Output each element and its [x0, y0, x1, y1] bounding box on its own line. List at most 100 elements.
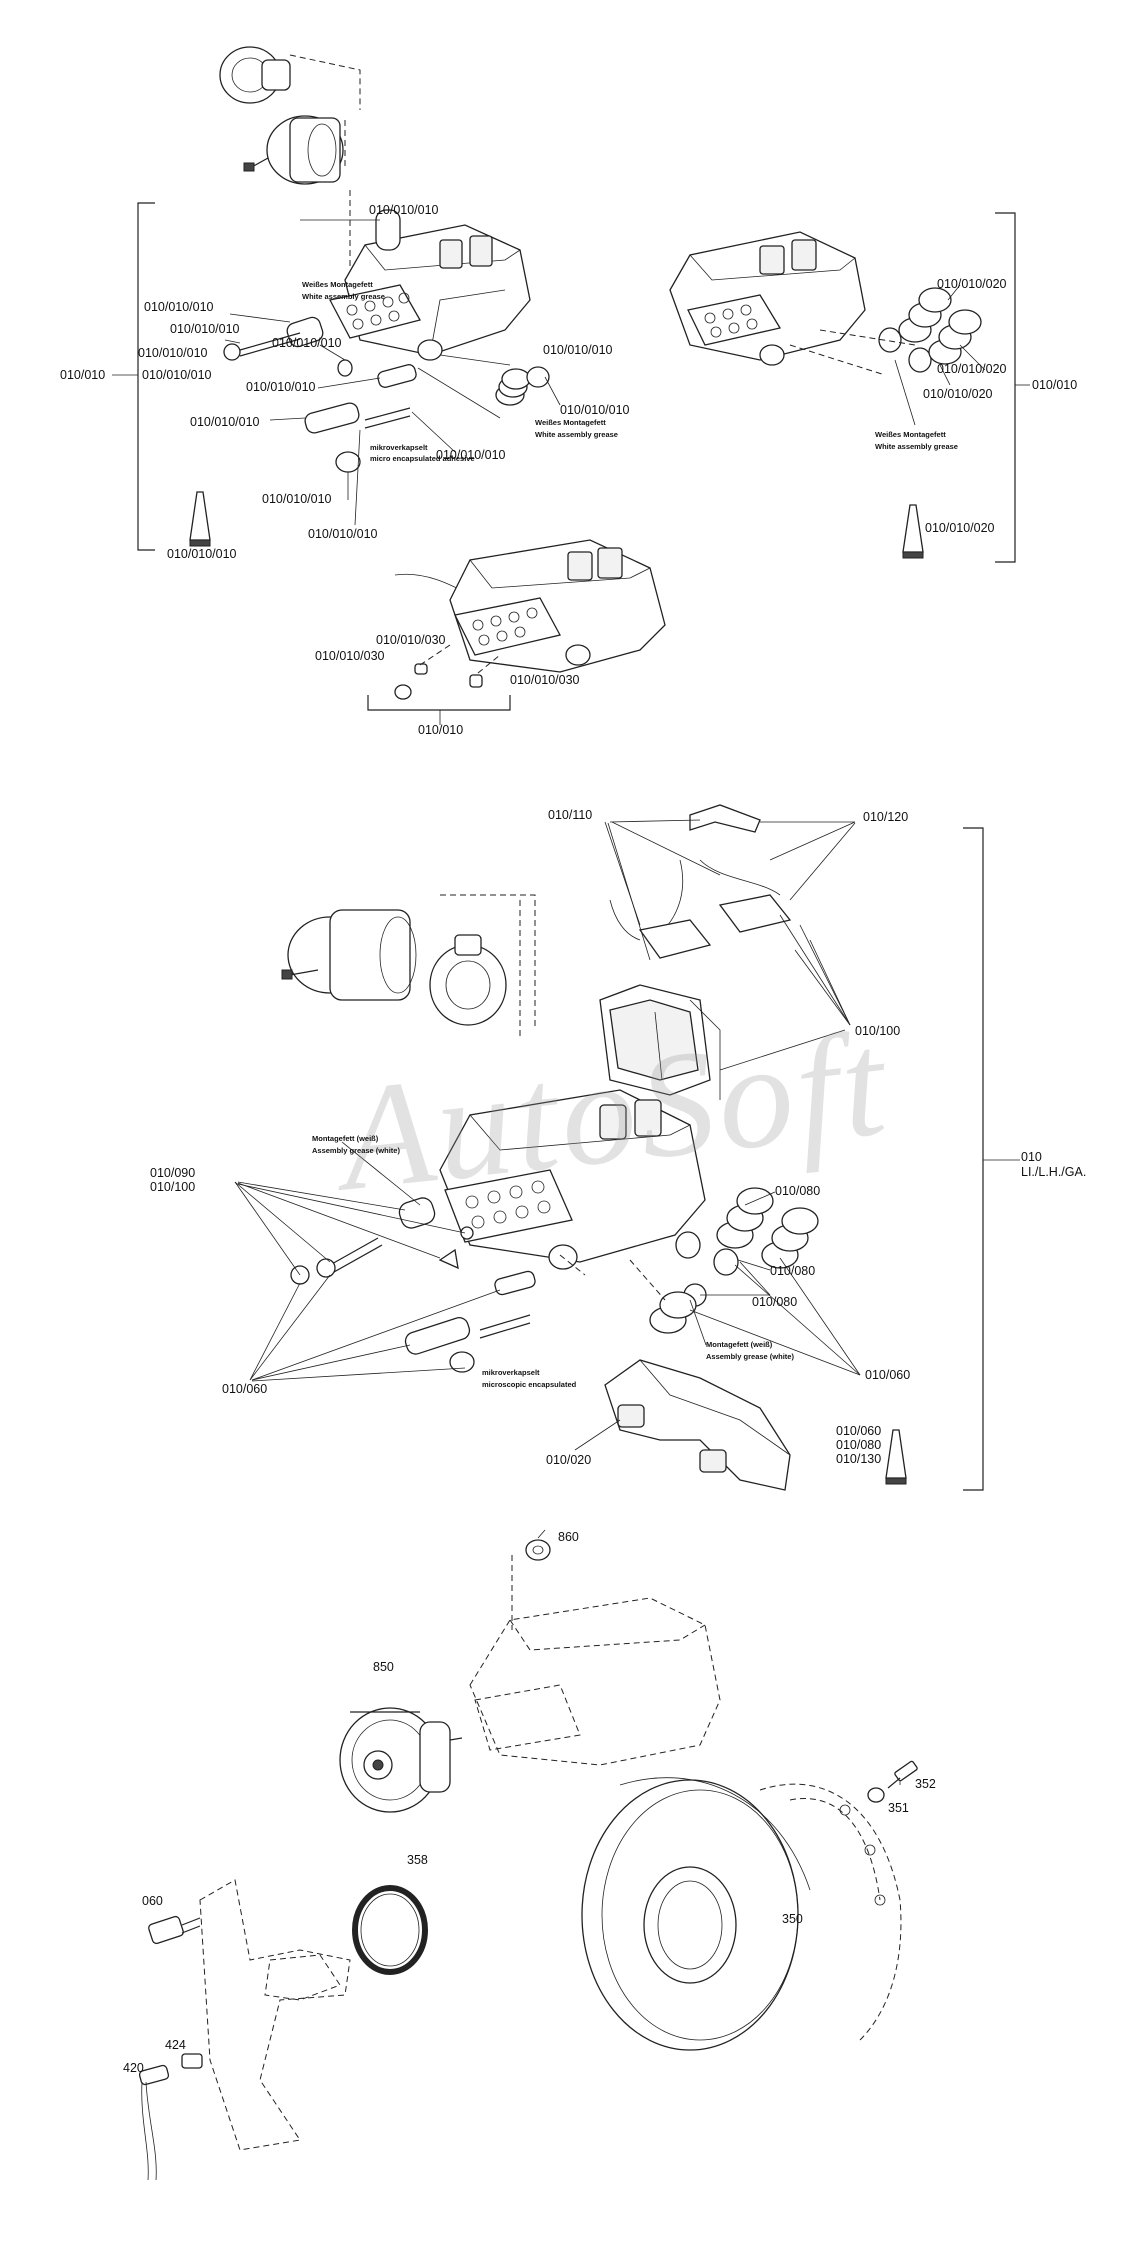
callout-420[interactable]: 420	[123, 2061, 144, 2075]
callout-010-010-020-tube[interactable]: 010/010/020	[925, 521, 995, 535]
note-mikro-2: mikroverkapselt	[482, 1368, 540, 1377]
callout-tube-010-130[interactable]: 010/130	[836, 1452, 882, 1466]
steering-knuckle	[199, 1879, 351, 2151]
washer-1	[223, 343, 241, 361]
callout-010-060-left[interactable]: 010/060	[222, 1382, 268, 1396]
section1-caliper-assembly	[112, 46, 561, 551]
guide-sleeve-1	[304, 402, 360, 434]
callout-010-010-010-i[interactable]: 010/010/010	[262, 492, 332, 506]
callout-010-010-010-b[interactable]: 010/010/010	[170, 322, 240, 336]
bracket-section3	[367, 695, 511, 711]
callout-010-010-030-c[interactable]: 010/010/030	[510, 673, 580, 687]
callout-010-010-020-a[interactable]: 010/010/020	[937, 277, 1007, 291]
bolt-352	[887, 1760, 918, 1789]
note-weisses-2: Weißes Montagefett	[535, 418, 606, 427]
brake-chamber-850	[339, 1707, 463, 1813]
caliper-housing-3	[449, 539, 666, 673]
callout-010-010-030-b[interactable]: 010/010/030	[315, 649, 385, 663]
callout-860[interactable]: 860	[558, 1530, 579, 1544]
abs-sensor-420	[138, 2064, 170, 2181]
sleeve-top	[375, 209, 401, 251]
note-montage-w2: Montagefett (weiß)	[706, 1340, 773, 1349]
piston-boots-main	[649, 1187, 819, 1334]
guide-bolt-1	[239, 332, 301, 351]
note-weisses-3: Weißes Montagefett	[875, 430, 946, 439]
callout-010-100[interactable]: 010/100	[150, 1180, 196, 1194]
callout-010-010-010-d[interactable]: 010/010/010	[272, 336, 342, 350]
bracket-section1	[137, 202, 155, 551]
note-white-3: White assembly grease	[875, 442, 958, 451]
callout-010-010-010-k[interactable]: 010/010/010	[543, 343, 613, 357]
callout-010-010-010-f[interactable]: 010/010/010	[246, 380, 316, 394]
callout-010-010-010-h[interactable]: 010/010/010	[436, 448, 506, 462]
note-assembly-w2: Assembly grease (white)	[706, 1352, 794, 1361]
brake-pads	[599, 984, 846, 1100]
boot-1	[495, 368, 531, 406]
screw-3	[469, 674, 483, 688]
section3-caliper-detail	[367, 539, 666, 725]
cap-1	[337, 359, 353, 377]
pin-1	[377, 364, 417, 388]
callout-351[interactable]: 351	[888, 1801, 909, 1815]
note-mikro-1: mikroverkapselt	[370, 443, 428, 452]
callout-010-010-section3[interactable]: 010/010	[418, 723, 464, 737]
callout-010-060-right[interactable]: 010/060	[865, 1368, 911, 1382]
callout-tube-010-080[interactable]: 010/080	[836, 1438, 882, 1452]
callout-010-010-010-j[interactable]: 010/010/010	[308, 527, 378, 541]
callout-010-010-020-b[interactable]: 010/010/020	[937, 362, 1007, 376]
grease-tube-main	[885, 1429, 907, 1485]
section-hub-disc	[138, 1529, 918, 2181]
callout-010-010-010-g[interactable]: 010/010/010	[190, 415, 260, 429]
cap-2	[335, 451, 361, 473]
callout-010[interactable]: 010	[1021, 1150, 1042, 1164]
caliper-housing-main	[439, 1089, 706, 1270]
grease-tube-2	[902, 504, 924, 559]
callout-358[interactable]: 358	[407, 1853, 428, 1867]
callout-352[interactable]: 352	[915, 1777, 936, 1791]
washer-351	[867, 1787, 885, 1803]
callout-010-110[interactable]: 010/110	[548, 808, 593, 822]
plug-3	[414, 663, 428, 675]
caliper-phantom	[469, 1597, 721, 1766]
callout-010-010-030-a[interactable]: 010/010/030	[376, 633, 446, 647]
brake-disc-350	[581, 1777, 902, 2051]
callout-010-010-010-c[interactable]: 010/010/010	[138, 346, 208, 360]
sensor-sleeve-424	[181, 2053, 203, 2069]
callout-010-010-010-l[interactable]: 010/010/010	[560, 403, 630, 417]
nut-860	[511, 1539, 551, 1630]
callout-010-010-010-a[interactable]: 010/010/010	[144, 300, 214, 314]
callout-350[interactable]: 350	[782, 1912, 803, 1926]
note-mikro-1b: micro encapsulated adhesive	[370, 454, 475, 463]
caliper-housing-1	[329, 224, 531, 356]
note-white-2: White assembly grease	[535, 430, 618, 439]
wear-sensor-harness	[604, 804, 856, 1026]
callout-010-080-c[interactable]: 010/080	[752, 1295, 798, 1309]
callout-010-010-010-e[interactable]: 010/010/010	[142, 368, 212, 382]
bracket-main	[963, 827, 984, 1491]
callout-010-120[interactable]: 010/120	[863, 810, 909, 824]
callout-side-lh[interactable]: LI./L.H./GA.	[1021, 1165, 1087, 1179]
section-main-caliper	[234, 804, 1020, 1491]
callout-010-080-b[interactable]: 010/080	[770, 1264, 816, 1278]
callout-850[interactable]: 850	[373, 1660, 394, 1674]
callout-010-010-020-c[interactable]: 010/010/020	[923, 387, 993, 401]
callout-010-090[interactable]: 010/090	[150, 1166, 196, 1180]
callout-010-010-010-tube[interactable]: 010/010/010	[167, 547, 237, 561]
screw-1	[364, 407, 411, 421]
callout-010-100-pads[interactable]: 010/100	[855, 1024, 901, 1038]
ring-1	[526, 366, 550, 388]
bracket-section2	[995, 212, 1016, 563]
callout-010-010-section1[interactable]: 010/010	[60, 368, 106, 382]
callout-010-080-a[interactable]: 010/080	[775, 1184, 821, 1198]
bolt-060	[148, 1915, 201, 1945]
callout-010-020[interactable]: 010/020	[546, 1453, 592, 1467]
callout-424[interactable]: 424	[165, 2038, 186, 2052]
callout-tube-010-060[interactable]: 010/060	[836, 1424, 882, 1438]
brake-chamber-top	[219, 46, 361, 270]
cap-3	[394, 684, 412, 700]
callout-010-010-section2[interactable]: 010/010	[1032, 378, 1078, 392]
callout-010-010-010-top[interactable]: 010/010/010	[369, 203, 439, 217]
callout-060[interactable]: 060	[142, 1894, 163, 1908]
bushing-1	[286, 316, 324, 348]
